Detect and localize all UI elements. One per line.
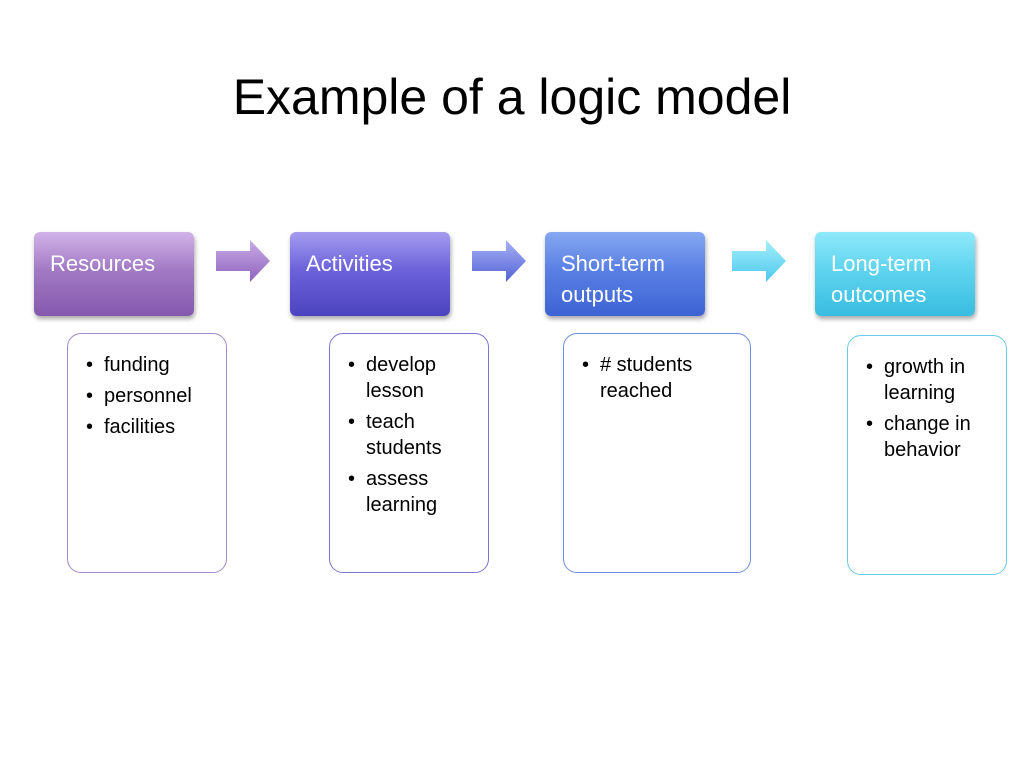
bullet-icon: • (866, 356, 874, 378)
slide-title: Example of a logic model (232, 69, 792, 125)
stage-label: Short-term outputs (561, 251, 665, 307)
stage-activities: Activities (290, 232, 450, 316)
activities-list: •develop lesson •teach students •assess … (348, 352, 478, 518)
bullet-icon: • (866, 413, 874, 435)
bullet-icon: • (582, 354, 590, 376)
bullet-icon: • (86, 416, 94, 438)
list-item: •change in behavior (866, 413, 971, 461)
bullet-icon: • (348, 468, 356, 490)
stage-label: Activities (306, 251, 393, 276)
list-item: •# students reached (582, 354, 693, 402)
bullet-icon: • (86, 385, 94, 407)
list-item: •teach students (348, 411, 442, 459)
bullet-icon: • (348, 411, 356, 433)
card-resources: •funding •personnel •facilities (67, 333, 227, 573)
short-term-outputs-list: •# students reached (582, 352, 740, 404)
long-term-outcomes-list: •growth in learning •change in behavior (866, 354, 996, 463)
card-long-term-outcomes: •growth in learning •change in behavior (847, 335, 1007, 575)
stage-short-term-outputs: Short-term outputs (545, 232, 705, 316)
right-arrow-icon (216, 240, 270, 282)
resources-list: •funding •personnel •facilities (86, 352, 216, 440)
stage-label: Long-term outcomes (831, 251, 932, 307)
list-item: •develop lesson (348, 354, 437, 402)
list-item: •personnel (86, 385, 192, 407)
list-item: •facilities (86, 416, 176, 438)
bullet-icon: • (86, 354, 94, 376)
list-item: •funding (86, 354, 170, 376)
right-arrow-icon (732, 240, 786, 282)
right-arrow-icon (472, 240, 526, 282)
card-short-term-outputs: •# students reached (563, 333, 751, 573)
stage-long-term-outcomes: Long-term outcomes (815, 232, 975, 316)
bullet-icon: • (348, 354, 356, 376)
stage-resources: Resources (34, 232, 194, 316)
list-item: •growth in learning (866, 356, 966, 404)
card-activities: •develop lesson •teach students •assess … (329, 333, 489, 573)
stage-label: Resources (50, 251, 156, 276)
list-item: •assess learning (348, 468, 438, 516)
